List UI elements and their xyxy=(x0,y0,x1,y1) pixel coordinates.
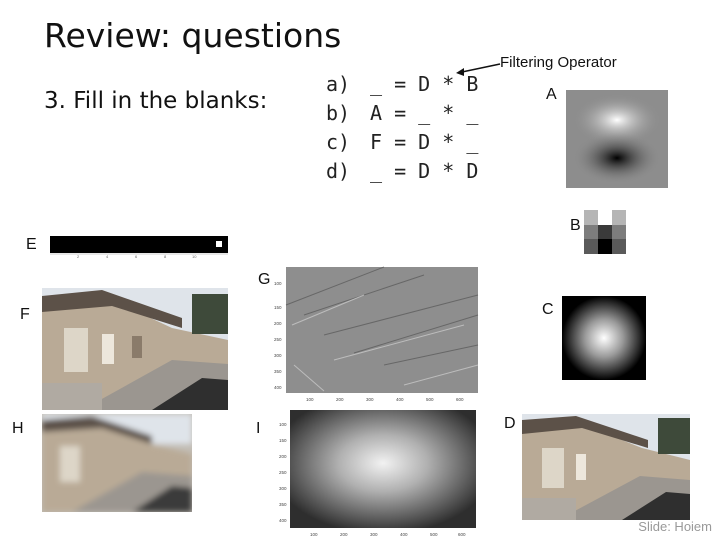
g-y-tick: 300 xyxy=(274,353,282,358)
svg-text:4: 4 xyxy=(106,254,109,259)
panel-label-e: E xyxy=(26,236,37,253)
panel-label-a: A xyxy=(546,86,557,103)
i-y-tick: 250 xyxy=(279,470,287,475)
g-x-tick: 200 xyxy=(336,397,344,402)
panel-label-i: I xyxy=(256,420,261,437)
i-y-tick: 100 xyxy=(279,422,287,427)
i-x-tick: 400 xyxy=(400,532,408,537)
g-y-tick: 100 xyxy=(274,281,282,286)
panel-a-image xyxy=(566,90,668,188)
panel-label-b: B xyxy=(570,217,581,234)
i-y-tick: 350 xyxy=(279,502,287,507)
panel-label-h: H xyxy=(12,420,24,437)
panel-label-f: F xyxy=(20,306,30,323)
equation-b: A = _ * _ xyxy=(370,101,479,125)
equation-c: F = D * _ xyxy=(370,130,479,154)
panel-c-image xyxy=(562,296,646,380)
g-y-tick: 250 xyxy=(274,337,282,342)
panel-f-image xyxy=(42,288,228,410)
equation-label-b: b) xyxy=(326,101,351,125)
filtering-operator-label: Filtering Operator xyxy=(500,54,617,71)
i-x-tick: 100 xyxy=(310,532,318,537)
svg-text:2: 2 xyxy=(77,254,80,259)
g-y-tick: 400 xyxy=(274,385,282,390)
i-y-tick: 150 xyxy=(279,438,287,443)
slide-title: Review: questions xyxy=(44,16,342,55)
g-x-tick: 400 xyxy=(396,397,404,402)
i-x-tick: 300 xyxy=(370,532,378,537)
panel-label-c: C xyxy=(542,301,554,318)
equation-label-a: a) xyxy=(326,72,351,96)
i-x-tick: 600 xyxy=(458,532,466,537)
g-y-tick: 350 xyxy=(274,369,282,374)
g-x-tick: 500 xyxy=(426,397,434,402)
svg-text:10: 10 xyxy=(192,254,197,259)
g-y-tick: 150 xyxy=(274,305,282,310)
panel-i-image: 100 150 200 250 300 350 400 100 200 300 … xyxy=(279,410,476,537)
slide-credit: Slide: Hoiem xyxy=(638,519,712,534)
panel-b-image xyxy=(584,210,626,254)
panel-e-image: 2 4 6 8 10 xyxy=(50,236,228,259)
equation-d: _ = D * D xyxy=(370,159,479,183)
g-x-tick: 100 xyxy=(306,397,314,402)
panel-d-image xyxy=(522,414,690,520)
equation-a: _ = D * B xyxy=(370,72,479,96)
g-x-tick: 600 xyxy=(456,397,464,402)
arrow-icon xyxy=(456,63,501,76)
panel-label-d: D xyxy=(504,415,516,432)
panel-label-g: G xyxy=(258,271,271,288)
i-y-tick: 300 xyxy=(279,486,287,491)
equation-label-d: d) xyxy=(326,159,351,183)
question-text: 3. Fill in the blanks: xyxy=(44,88,268,114)
panel-g-image: 100 150 200 250 300 350 400 100 200 300 … xyxy=(274,266,479,402)
svg-text:8: 8 xyxy=(164,254,167,259)
panel-h-image xyxy=(42,414,192,512)
svg-text:6: 6 xyxy=(135,254,138,259)
equation-label-c: c) xyxy=(326,130,351,154)
g-y-tick: 200 xyxy=(274,321,282,326)
i-y-tick: 200 xyxy=(279,454,287,459)
i-x-tick: 500 xyxy=(430,532,438,537)
i-x-tick: 200 xyxy=(340,532,348,537)
g-x-tick: 300 xyxy=(366,397,374,402)
i-y-tick: 400 xyxy=(279,518,287,523)
